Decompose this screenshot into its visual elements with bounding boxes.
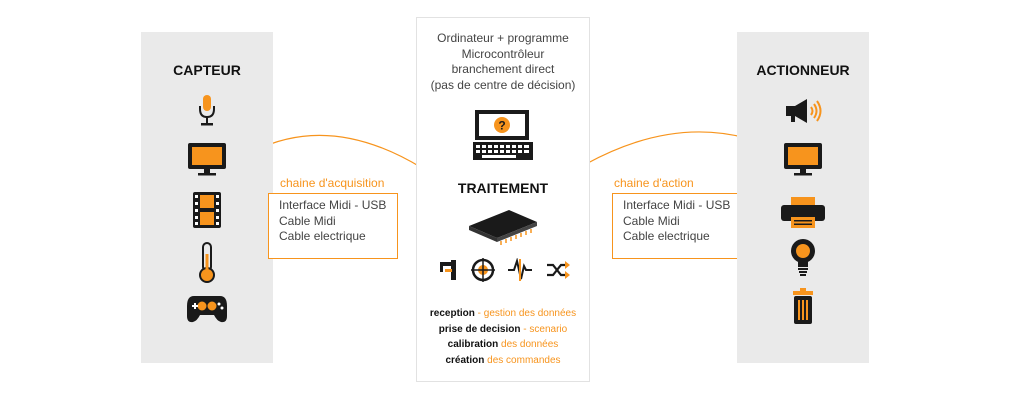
traitement-title: TRAITEMENT (457, 180, 549, 196)
shuffle-icon (547, 261, 570, 279)
action-item: Cable electrique (623, 229, 710, 243)
action-item: Interface Midi - USB (623, 198, 731, 212)
megaphone-icon (737, 98, 869, 124)
printer-icon (737, 197, 869, 229)
task-item: calibration des données (417, 337, 589, 353)
monitor-icon (737, 142, 869, 176)
tool-icons-row (437, 258, 571, 282)
action-arrow (585, 131, 747, 165)
task-list: reception - gestion des données prise de… (417, 306, 589, 368)
chip-icon (417, 206, 589, 246)
action-item: Cable Midi (623, 213, 680, 228)
task-keyword: reception (429, 308, 475, 319)
description-line: Ordinateur + programme (437, 31, 569, 45)
description-line: (pas de centre de décision) (430, 77, 576, 92)
capteur-panel: CAPTEUR (141, 32, 273, 363)
actionneur-title: ACTIONNEUR (756, 62, 850, 78)
caliper-icon (440, 260, 456, 280)
center-description: Ordinateur + programme Microcontrôleur b… (417, 31, 589, 93)
capteur-title: CAPTEUR (173, 62, 241, 78)
acquisition-label: chaine d'acquisition (280, 176, 385, 190)
acquisition-item: Cable electrique (279, 229, 366, 243)
film-icon (141, 192, 273, 228)
trash-bin-icon (737, 288, 869, 326)
task-item: création des commandes (417, 353, 589, 369)
action-label: chaine d'action (614, 176, 694, 190)
task-detail: - scenario (520, 323, 568, 335)
waveform-icon (508, 258, 532, 281)
task-keyword: prise de decision (438, 323, 521, 335)
monitor-icon (141, 142, 273, 176)
actionneur-panel: ACTIONNEUR (737, 32, 869, 363)
acquisition-item: Interface Midi - USB (279, 198, 387, 212)
task-keyword: calibration (447, 339, 499, 350)
lightbulb-icon (737, 238, 869, 278)
microphone-icon (141, 94, 273, 128)
acquisition-arrow (251, 134, 423, 169)
computer-question-mark: ? (498, 119, 505, 133)
task-detail: des données (498, 339, 559, 350)
gamepad-icon (141, 292, 273, 324)
acquisition-box: Interface Midi - USB Cable Midi Cable el… (268, 193, 398, 259)
task-detail: des commandes (484, 354, 561, 366)
description-line: branchement direct (451, 62, 555, 76)
acquisition-item: Cable Midi (279, 213, 336, 228)
task-detail: - gestion des données (474, 308, 577, 319)
target-icon (471, 258, 495, 282)
task-item: reception - gestion des données (417, 306, 589, 322)
thermometer-icon (141, 242, 273, 284)
task-keyword: création (445, 354, 485, 366)
description-line: Microcontrôleur (461, 46, 545, 61)
traitement-panel: Ordinateur + programme Microcontrôleur b… (416, 17, 590, 382)
computer-icon: ? (417, 110, 589, 166)
task-item: prise de decision - scenario (417, 322, 589, 338)
action-box: Interface Midi - USB Cable Midi Cable el… (612, 193, 743, 259)
